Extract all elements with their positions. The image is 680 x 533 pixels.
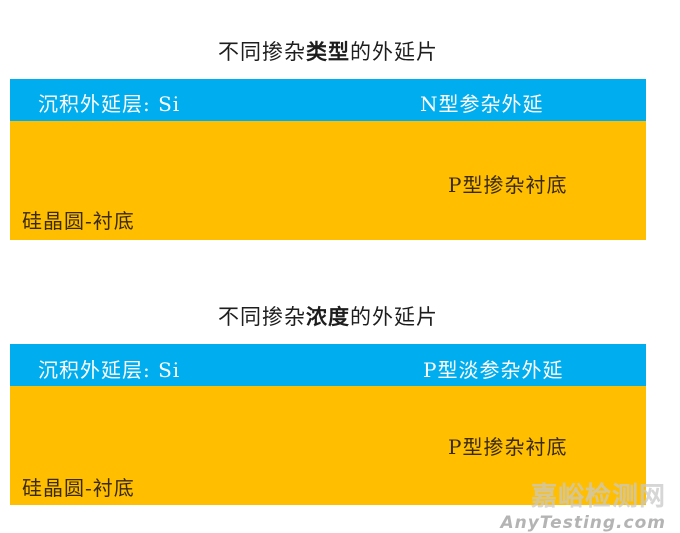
wafer-label: 硅晶圆-衬底	[22, 476, 135, 500]
watermark-en: AnyTesting.com	[500, 513, 666, 533]
diagram-title: 不同掺杂浓度的外延片	[218, 304, 438, 329]
substrate-layer: P型掺杂衬底 硅晶圆-衬底	[10, 386, 646, 505]
epitaxial-layer: 沉积外延层: Si N型参杂外延	[10, 79, 646, 121]
epi-type-label: N型参杂外延	[420, 92, 544, 116]
diagram-title: 不同掺杂类型的外延片	[218, 39, 438, 64]
epitaxial-layer: 沉积外延层: Si P型淡参杂外延	[10, 344, 646, 386]
substrate-type-label: P型掺杂衬底	[448, 173, 568, 197]
wafer-label: 硅晶圆-衬底	[22, 209, 135, 233]
watermark: 嘉峪检测网 AnyTesting.com	[500, 476, 666, 533]
watermark-cn: 嘉峪检测网	[530, 482, 666, 512]
epi-layer-label: 沉积外延层: Si	[38, 92, 181, 116]
epi-layer-label: 沉积外延层: Si	[38, 358, 181, 382]
substrate-type-label: P型掺杂衬底	[448, 435, 568, 459]
substrate-layer: P型掺杂衬底 硅晶圆-衬底	[10, 121, 646, 240]
epi-type-label: P型淡参杂外延	[423, 358, 564, 382]
